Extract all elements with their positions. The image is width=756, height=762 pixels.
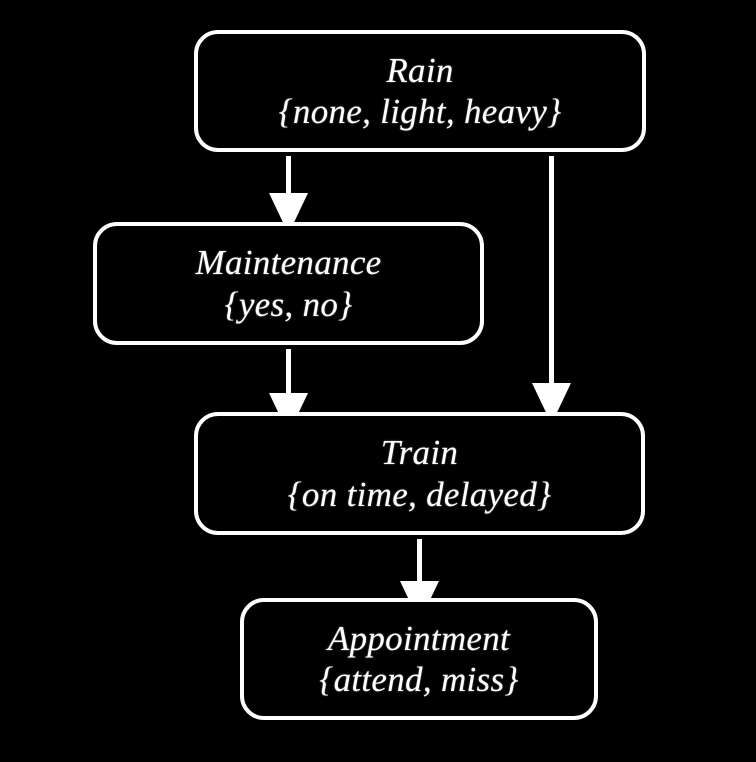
node-rain[interactable]: Rain {none, light, heavy} — [194, 30, 646, 152]
node-appointment[interactable]: Appointment {attend, miss} — [240, 598, 598, 720]
node-appointment-states: {attend, miss} — [319, 660, 519, 699]
node-rain-states: {none, light, heavy} — [278, 92, 562, 131]
node-train-label: Train — [380, 433, 459, 473]
node-appointment-label: Appointment — [327, 618, 511, 658]
node-maintenance-label: Maintenance — [195, 243, 382, 283]
node-maintenance[interactable]: Maintenance {yes, no} — [93, 222, 484, 345]
node-train-states: {on time, delayed} — [287, 474, 552, 514]
node-train[interactable]: Train {on time, delayed} — [194, 412, 645, 535]
node-rain-label: Rain — [386, 50, 454, 90]
node-maintenance-states: {yes, no} — [224, 284, 353, 324]
